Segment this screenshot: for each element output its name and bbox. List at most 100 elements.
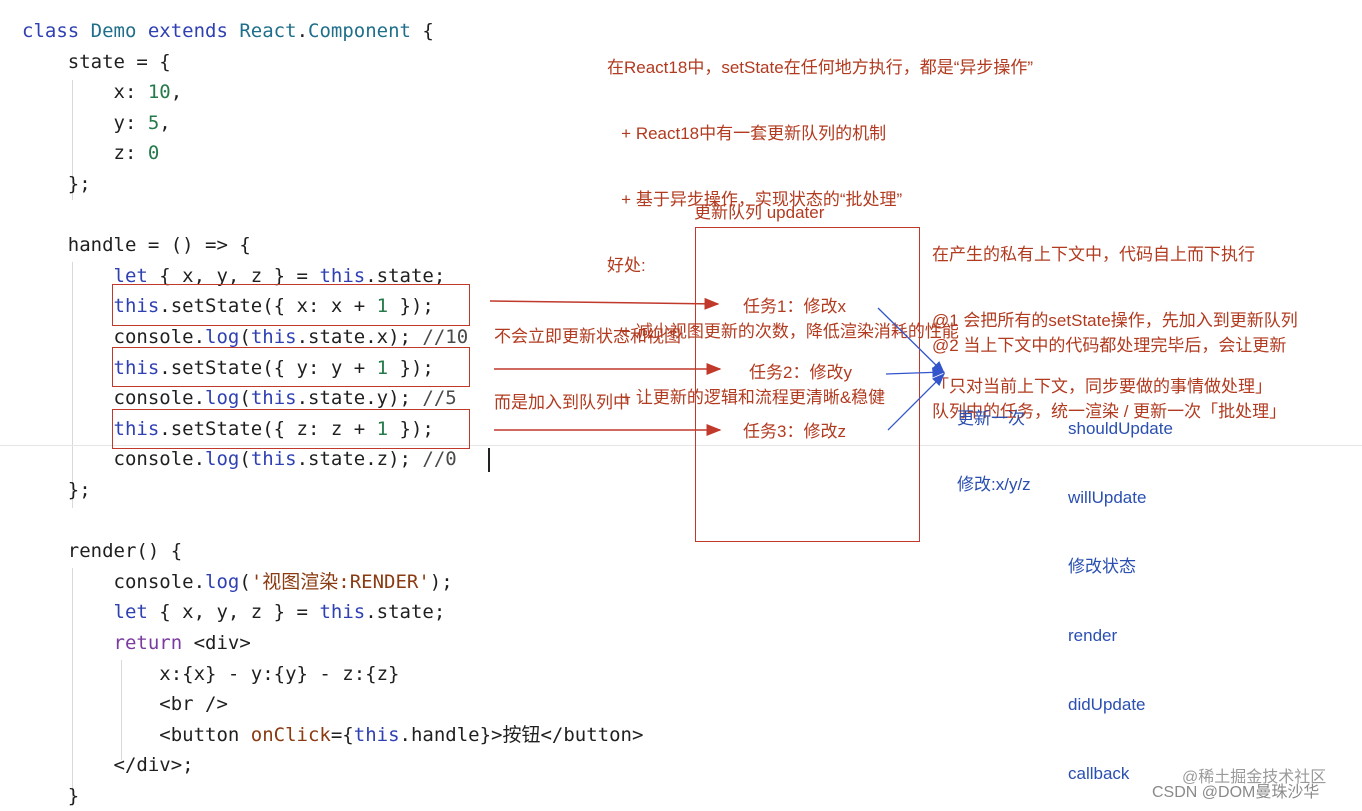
code-token: this [319, 264, 366, 287]
highlight-box-setstate-x [112, 284, 470, 326]
code-token: 5 [147, 111, 160, 134]
code-token: this [250, 448, 297, 471]
code-token: .state.z); [296, 448, 423, 471]
code-line: console.log('视图渲染:RENDER'); [22, 567, 453, 597]
top-note-line: 在React18中，setState在任何地方执行，都是“异步操作” [607, 58, 1034, 77]
code-token: { [227, 234, 251, 257]
code-line: console.log(this.state.y); //5 [22, 383, 457, 413]
code-token: .state.x); [296, 326, 423, 348]
right-note-line: @2 当上下文中的代码都处理完毕后，会让更新 [932, 336, 1287, 355]
code-token: console. [22, 326, 206, 348]
indent-guide [121, 660, 122, 760]
code-token: this [113, 417, 160, 440]
code-line: return <div> [22, 628, 251, 658]
code-token: 1 [376, 356, 389, 379]
code-token: //0 [422, 448, 457, 471]
right-note-line: 队列中的任务，统一渲染 / 更新一次「批处理」 [932, 402, 1287, 421]
code-token: .setState({ y: y + [159, 356, 377, 379]
code-token: <br /> [22, 693, 228, 716]
arrow-merge-1 [877, 307, 945, 374]
code-token: log [205, 387, 240, 410]
code-line: </div>; [22, 750, 194, 780]
code-token: log [205, 448, 240, 471]
current-line-divider [0, 445, 1362, 446]
code-token: //10 [422, 326, 469, 348]
top-note-line: + React18中有一套更新队列的机制 [607, 124, 887, 143]
code-line: this.setState({ z: z + 1 }); [22, 414, 434, 444]
highlight-box-setstate-z [112, 409, 470, 449]
code-token: .state; [365, 264, 446, 287]
code-token: this [113, 356, 160, 379]
code-token: </div>; [22, 754, 194, 777]
code-token: ( [239, 326, 251, 348]
code-token: extends [147, 20, 240, 42]
right-note-line: @1 会把所有的setState操作，先加入到更新队列 [932, 311, 1298, 330]
code-line: render() { [22, 536, 182, 566]
code-token: console. [22, 387, 206, 410]
code-line: y: 5, [22, 108, 171, 138]
code-line: }; [22, 169, 91, 199]
code-token: console. [22, 570, 206, 593]
code-token: }); [388, 356, 434, 379]
task-2-label: 任务2：修改y [749, 363, 852, 382]
indent-guide [72, 568, 73, 806]
code-token: }); [388, 417, 434, 440]
code-line: } [22, 781, 79, 811]
lifecycle-item: 修改状态 [1068, 557, 1136, 576]
code-line: x: 10, [22, 77, 183, 107]
code-line: console.log(this.state.x); //10 [22, 322, 469, 352]
update-queue-box [695, 227, 920, 542]
code-token: <div> [193, 632, 251, 654]
code-token: this [113, 295, 160, 318]
code-token: log [205, 570, 240, 593]
code-line: x:{x} - y:{y} - z:{z} [22, 659, 400, 689]
code-token: , [159, 111, 171, 134]
code-token: <button [22, 723, 251, 746]
lifecycle-item: render [1068, 626, 1118, 645]
update-once-line: 修改:x/y/z [957, 475, 1031, 494]
arrow-task-1 [489, 297, 720, 310]
code-token: y: [22, 111, 148, 134]
code-token: log [205, 326, 240, 348]
right-note-line: 「只对当前上下文，同步要做的事情做处理」 [932, 377, 1272, 396]
code-token: .state.y); [296, 387, 423, 410]
code-token: .handle}>按钮</button> [399, 723, 644, 746]
code-token: , [170, 81, 183, 104]
code-token: }); [388, 295, 434, 318]
code-token: onClick [250, 723, 331, 746]
top-note-line: 好处: [607, 256, 646, 275]
highlight-box-setstate-y [112, 347, 470, 387]
code-token: .setState({ x: x + [159, 295, 377, 318]
lifecycle-item: callback [1068, 764, 1130, 783]
code-line: }; [22, 475, 91, 505]
arrow-label: 不会立即更新状态和视图 而是加入到队列中 [494, 282, 681, 436]
code-line: <br /> [22, 689, 228, 719]
code-token: this [319, 601, 366, 624]
top-note-line: + 让更新的逻辑和流程更清晰&稳健 [607, 388, 886, 407]
code-token: { x, y, z } = [159, 601, 320, 624]
code-line: handle = () => { [22, 230, 251, 260]
arrow-label-line: 而是加入到队列中 [494, 393, 630, 412]
code-token: 1 [376, 295, 389, 318]
code-token: class [22, 20, 91, 42]
top-note-line: + 减少视图更新的次数，降低渲染消耗的性能 [607, 322, 959, 341]
code-token: ( [239, 570, 251, 593]
code-token: this [353, 723, 400, 746]
code-line: let { x, y, z } = this.state; [22, 261, 446, 291]
arrow-merge-2 [885, 367, 946, 378]
code-line: class Demo extends React.Component { [22, 16, 434, 46]
task-1-label: 任务1：修改x [743, 297, 846, 316]
code-token: ( [239, 448, 251, 471]
task-3-label: 任务3：修改z [743, 422, 846, 441]
code-token: let [113, 264, 160, 287]
code-token: }; [22, 173, 91, 195]
code-token: .setState({ z: z + [159, 417, 377, 440]
top-note: 在React18中，setState在任何地方执行，都是“异步操作” + Rea… [607, 13, 1033, 431]
code-token: this [250, 387, 297, 410]
code-token: x:{x} - y:{y} - z:{z} [22, 662, 400, 685]
code-token: .state; [365, 601, 446, 624]
watermark-csdn: CSDN @DOM曼珠沙华 [1152, 784, 1320, 801]
watermark-juejin: @稀土掘金技术社区 [1182, 769, 1327, 786]
